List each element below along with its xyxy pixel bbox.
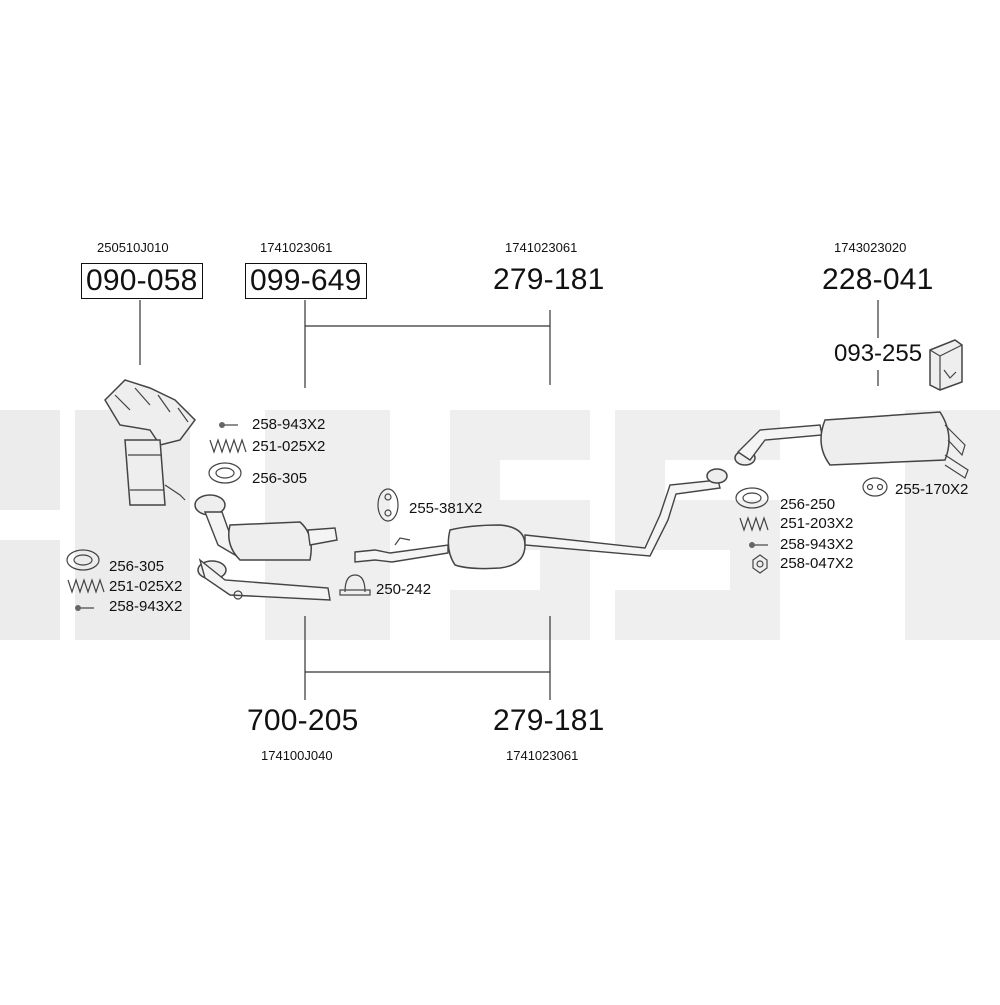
part-label[interactable]: 256-250 [780,496,836,513]
front-pipe-code[interactable]: 099-649 [245,263,367,299]
leader-lines [139,300,879,700]
part-label[interactable]: 251-025X2 [109,578,183,595]
fitting-kit-box [929,339,963,391]
down-pipe-drawing [197,558,331,601]
spring-icon [67,438,769,594]
clamp-icon [339,574,371,596]
part-label[interactable]: 251-025X2 [252,438,326,455]
bolt-icon [75,422,768,611]
part-label[interactable]: 258-943X2 [109,598,183,615]
center-lower-code[interactable]: 279-181 [493,704,605,737]
part-label[interactable]: 258-943X2 [780,536,854,553]
rear-muffler-drawing [734,411,969,479]
manifold-drawing [104,379,196,506]
rubber-hanger-icon [377,477,888,522]
part-label[interactable]: 256-305 [109,558,165,575]
front-pipe-drawing [194,494,338,561]
part-label[interactable]: 251-203X2 [780,515,854,532]
part-label[interactable]: 258-047X2 [780,555,854,572]
manifold-code[interactable]: 090-058 [81,263,203,299]
down-pipe-code[interactable]: 700-205 [247,704,359,737]
center-lower-ref: 1741023061 [506,748,579,763]
nut-icon [752,554,768,574]
part-label[interactable]: 258-943X2 [252,416,326,433]
part-label[interactable]: 250-242 [376,581,432,598]
part-label[interactable]: 255-170X2 [895,481,969,498]
down-pipe-ref: 174100J040 [261,748,333,763]
front-pipe-ref: 1741023061 [260,240,333,255]
center-pipe-drawing [354,468,728,570]
rear-muffler-ref: 1743023020 [834,240,907,255]
part-label[interactable]: 255-381X2 [409,500,483,517]
fitting-kit-code[interactable]: 093-255 [834,340,923,367]
center-upper-code[interactable]: 279-181 [493,263,605,296]
center-upper-ref: 1741023061 [505,240,578,255]
manifold-ref: 250510J010 [97,240,169,255]
part-label[interactable]: 256-305 [252,470,308,487]
gasket-ring-icon [66,462,769,571]
rear-muffler-code[interactable]: 228-041 [822,263,934,296]
